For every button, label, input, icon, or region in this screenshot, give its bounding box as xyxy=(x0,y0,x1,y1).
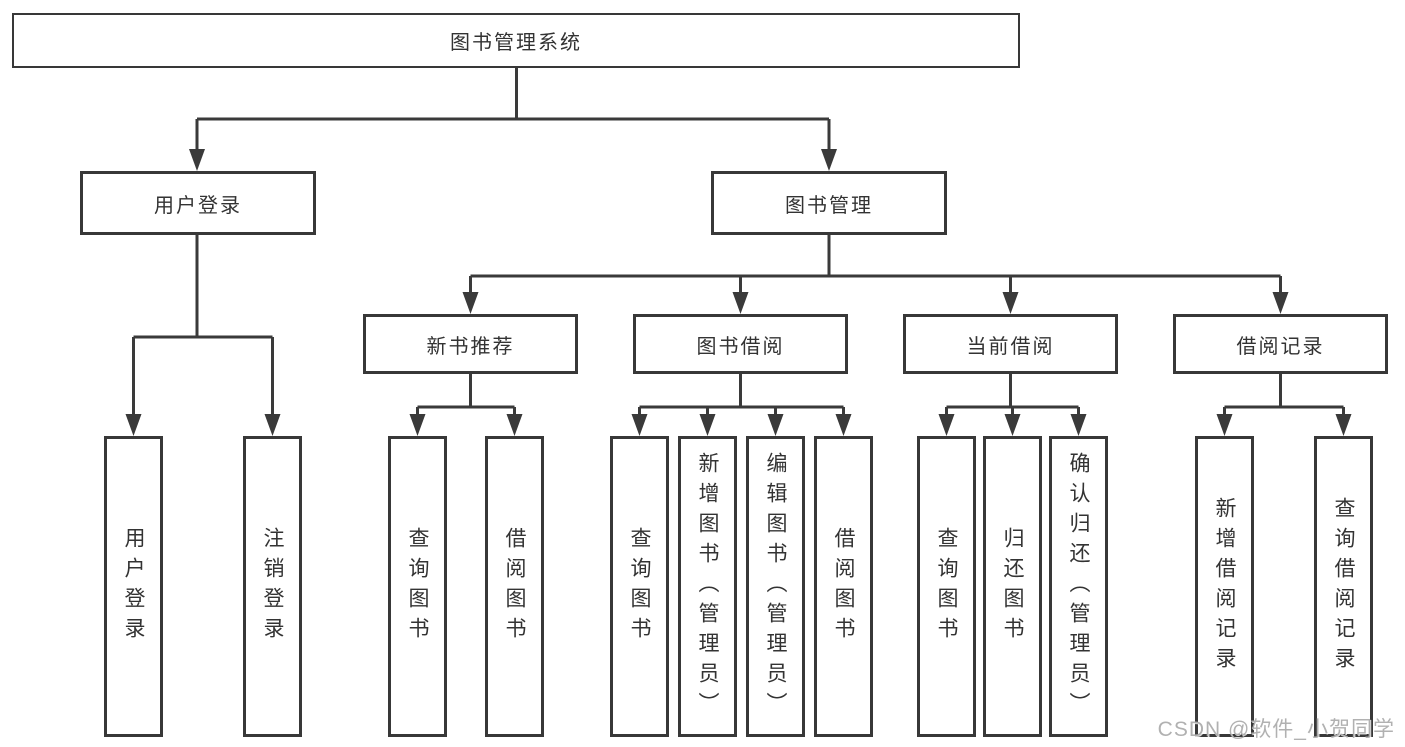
leaf-borrow-books-label: 借阅图书 xyxy=(832,526,855,647)
leaf-query-books-borrow: 查询图书 xyxy=(610,436,669,737)
leaf-add-borrow-record: 新增借阅记录 xyxy=(1195,436,1254,737)
leaf-add-books-admin-label: 新增图书（管理员） xyxy=(696,451,719,722)
leaf-add-borrow-record-label: 新增借阅记录 xyxy=(1213,496,1236,677)
csdn-watermark: CSDN @软件_小贺同学 xyxy=(1157,718,1395,741)
leaf-query-books-borrow-label: 查询图书 xyxy=(628,526,651,647)
leaf-logout-label: 注销登录 xyxy=(261,526,284,647)
leaf-confirm-return-admin: 确认归还（管理员） xyxy=(1049,436,1108,737)
leaf-borrow-books-newrec-label: 借阅图书 xyxy=(503,526,526,647)
leaf-user-login: 用户登录 xyxy=(104,436,163,737)
leaf-query-books-current-label: 查询图书 xyxy=(935,526,958,647)
leaf-edit-books-admin-label: 编辑图书（管理员） xyxy=(764,451,787,722)
leaf-confirm-return-admin-label: 确认归还（管理员） xyxy=(1067,451,1090,722)
leaf-borrow-books: 借阅图书 xyxy=(814,436,873,737)
node-book-borrow: 图书借阅 xyxy=(633,314,848,374)
leaf-borrow-books-newrec: 借阅图书 xyxy=(485,436,544,737)
node-root-system: 图书管理系统 xyxy=(12,13,1020,68)
leaf-user-login-label: 用户登录 xyxy=(122,526,145,647)
leaf-return-books-label: 归还图书 xyxy=(1001,526,1024,647)
node-current-borrow: 当前借阅 xyxy=(903,314,1118,374)
leaf-query-books-newrec: 查询图书 xyxy=(388,436,447,737)
leaf-query-books-current: 查询图书 xyxy=(917,436,976,737)
leaf-query-books-newrec-label: 查询图书 xyxy=(406,526,429,647)
arrowheads xyxy=(125,149,1352,436)
leaf-edit-books-admin: 编辑图书（管理员） xyxy=(746,436,805,737)
leaf-query-borrow-record-label: 查询借阅记录 xyxy=(1332,496,1355,677)
leaf-return-books: 归还图书 xyxy=(983,436,1042,737)
node-new-book-recommend: 新书推荐 xyxy=(363,314,578,374)
node-user-login: 用户登录 xyxy=(80,171,316,235)
node-borrow-records: 借阅记录 xyxy=(1173,314,1388,374)
node-book-management: 图书管理 xyxy=(711,171,947,235)
leaf-add-books-admin: 新增图书（管理员） xyxy=(678,436,737,737)
leaf-logout: 注销登录 xyxy=(243,436,302,737)
leaf-query-borrow-record: 查询借阅记录 xyxy=(1314,436,1373,737)
